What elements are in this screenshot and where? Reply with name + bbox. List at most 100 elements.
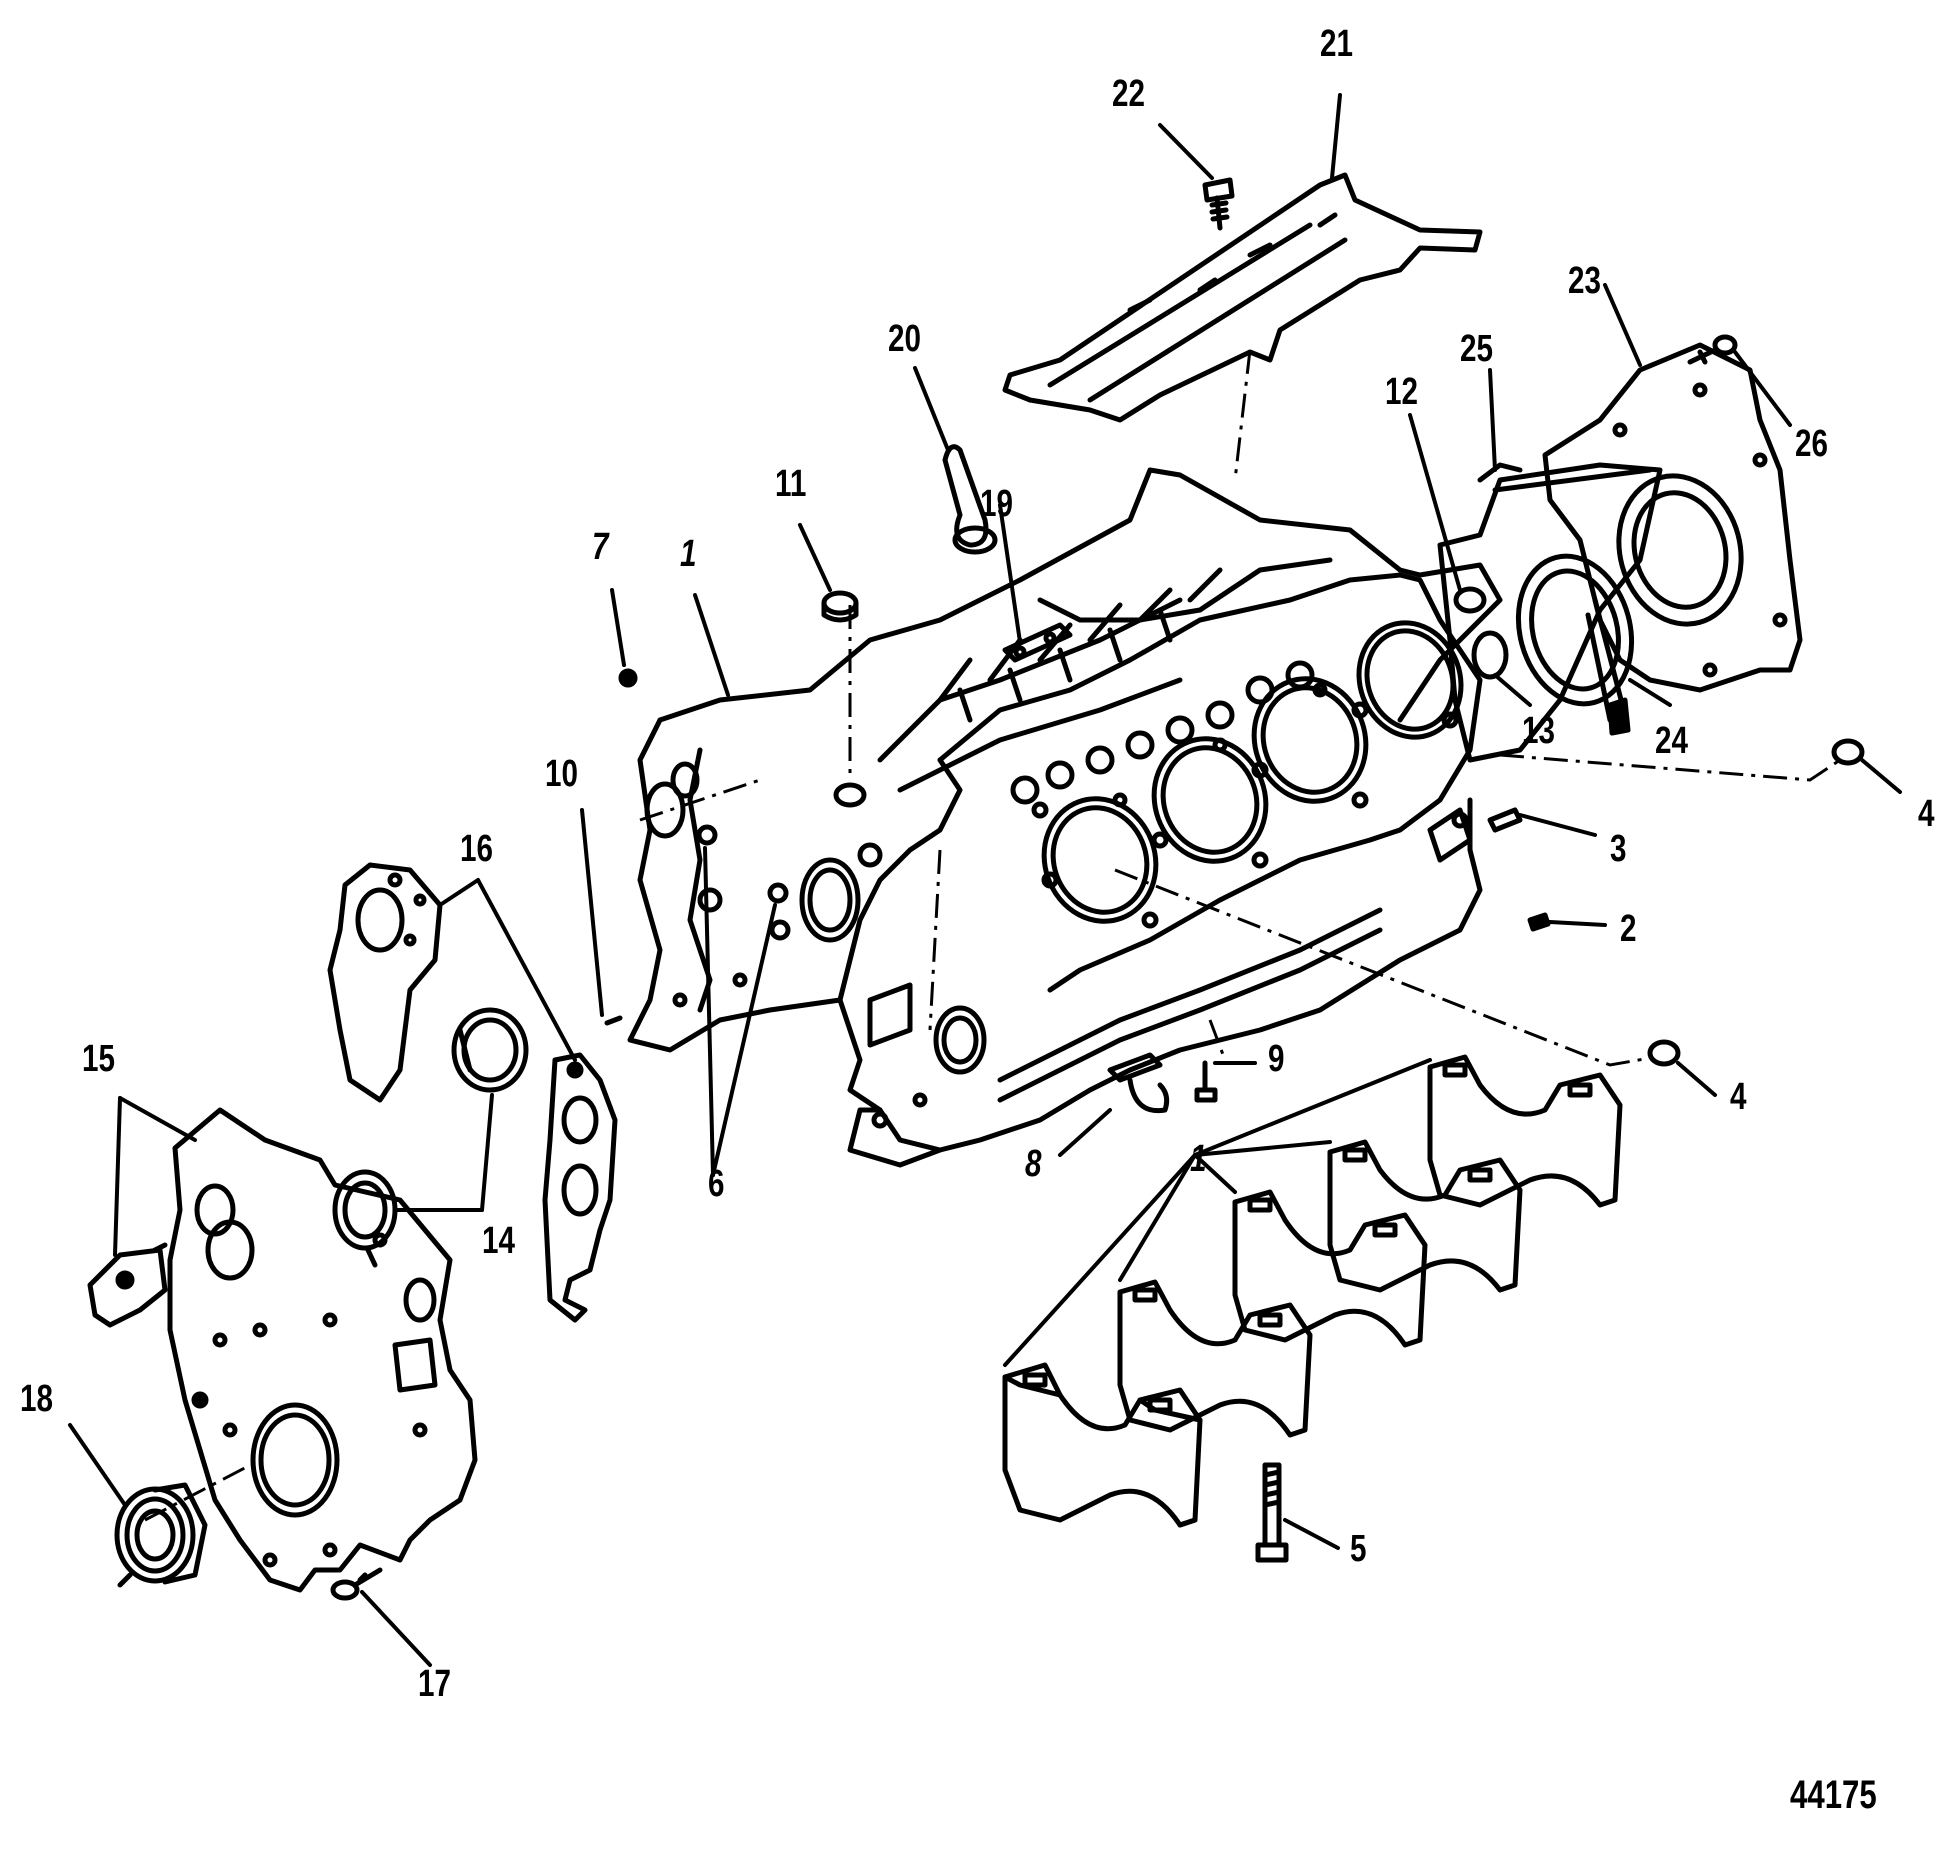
leader-21 (1330, 93, 1342, 180)
centerline-front (639, 778, 761, 822)
figure-number: 44175 (1790, 1773, 1877, 1817)
callout-21: 21 (1320, 23, 1353, 65)
callout-13: 13 (1522, 710, 1555, 752)
main-bearing-cap-4 (1327, 1139, 1523, 1293)
sensor-part-20 (942, 444, 998, 555)
leader-1-caps-b (1118, 1153, 1197, 1282)
leader-19 (998, 503, 1022, 644)
callout-10: 10 (545, 753, 578, 795)
callout-8: 8 (1025, 1143, 1042, 1185)
leader-22 (1158, 123, 1214, 180)
plug-part-10 (604, 1015, 623, 1026)
callout-22: 22 (1112, 73, 1145, 115)
gasket-part-16-left (327, 862, 443, 1103)
leader-15a (113, 1096, 122, 1257)
plug-part-4-lower (1647, 1039, 1681, 1067)
bolt-part-9 (1194, 1060, 1218, 1103)
rear-seal-part-24 (1515, 553, 1635, 736)
leader-1-caps-c (1193, 1153, 1237, 1194)
leader-2 (1548, 920, 1607, 927)
callout-4-lower: 4 (1730, 1076, 1747, 1118)
leader-5 (1283, 1518, 1340, 1550)
leader-20 (913, 366, 950, 452)
leader-16b (476, 878, 577, 1062)
centerline-sump (1208, 1019, 1227, 1061)
main-bearing-cap-5 (1427, 1054, 1623, 1208)
cap-bolt-part-5 (1255, 1462, 1289, 1563)
callout-1-block: 1 (680, 533, 697, 575)
bolt-part-17 (330, 1567, 383, 1601)
callout-6: 6 (708, 1163, 725, 1205)
plug-part-6a (696, 824, 718, 846)
screw-part-26 (1687, 334, 1738, 365)
leader-24 (1628, 678, 1672, 707)
centerline-plug4-lower (1114, 868, 1651, 1067)
rear-cover-part-23 (1542, 342, 1803, 693)
plug-part-6b (767, 882, 789, 904)
leader-17 (360, 1590, 432, 1667)
callout-7: 7 (592, 526, 609, 568)
main-bearing-cap-3 (1232, 1189, 1428, 1348)
top-baffle-part-21 (1002, 172, 1483, 423)
leader-1-caps-e (1193, 1058, 1432, 1157)
main-bearing-cap-1 (1002, 1362, 1203, 1528)
crank-seal-part-18 (114, 1482, 208, 1588)
callout-1-caps: 1 (1190, 1138, 1207, 1180)
callout-19: 19 (980, 483, 1013, 525)
seal-part-14-upper (451, 1007, 529, 1093)
callout-16: 16 (460, 828, 493, 870)
centerline-block (928, 849, 942, 1031)
callout-12: 12 (1385, 371, 1418, 413)
callout-3: 3 (1610, 828, 1627, 870)
cylinder-block-part-1 (627, 467, 1503, 1168)
leader-23 (1603, 283, 1642, 367)
leader-26 (1733, 350, 1792, 427)
leader-8 (1058, 1108, 1112, 1157)
callout-4-upper: 4 (1918, 793, 1935, 835)
leader-25 (1488, 368, 1497, 472)
leader-4-lower (1676, 1061, 1717, 1097)
callout-18: 18 (20, 1378, 53, 1420)
front-cover-part-15 (167, 1107, 478, 1593)
plug-part-7 (618, 668, 638, 688)
callout-15: 15 (82, 1038, 115, 1080)
leader-1-caps-d (1193, 1140, 1332, 1157)
dowel-part-3 (1487, 807, 1523, 833)
leader-1-block (693, 593, 730, 697)
bolt-part-22 (1202, 177, 1235, 231)
leader-11 (798, 523, 832, 592)
leader-13 (1493, 673, 1532, 707)
water-outlet-part-15 (87, 1242, 168, 1328)
centerline-plug4-upper (1499, 753, 1841, 782)
callout-14: 14 (482, 1220, 515, 1262)
centerline-crank (144, 1458, 261, 1522)
leader-16a (438, 878, 480, 907)
leader-18 (68, 1423, 127, 1507)
plug-part-2 (1527, 912, 1551, 932)
leader-10 (580, 808, 604, 1017)
gasket-part-25 (1477, 462, 1653, 493)
leader-6a (703, 846, 715, 1177)
leader-15b (118, 1096, 197, 1142)
centerline-pan (1233, 349, 1252, 481)
callout-20: 20 (888, 318, 921, 360)
callout-11: 11 (775, 463, 807, 505)
leader-1-caps-a (1003, 1153, 1197, 1367)
leader-7 (610, 588, 626, 667)
callout-17: 17 (418, 1663, 451, 1705)
callout-26: 26 (1795, 423, 1828, 465)
callout-24: 24 (1655, 720, 1688, 762)
main-bearing-cap-2 (1117, 1279, 1313, 1438)
plug-part-4-upper (1831, 738, 1865, 766)
plug-part-11 (821, 590, 867, 808)
callout-23: 23 (1568, 260, 1601, 302)
leader-12 (1408, 413, 1462, 592)
leader-14a (480, 1093, 494, 1212)
gasket-part-16-right (542, 1052, 618, 1323)
leader-4-upper (1860, 758, 1902, 794)
leader-6b (711, 903, 777, 1177)
bracket-part-19 (1002, 622, 1073, 663)
callout-25: 25 (1460, 328, 1493, 370)
callout-2: 2 (1620, 908, 1637, 950)
